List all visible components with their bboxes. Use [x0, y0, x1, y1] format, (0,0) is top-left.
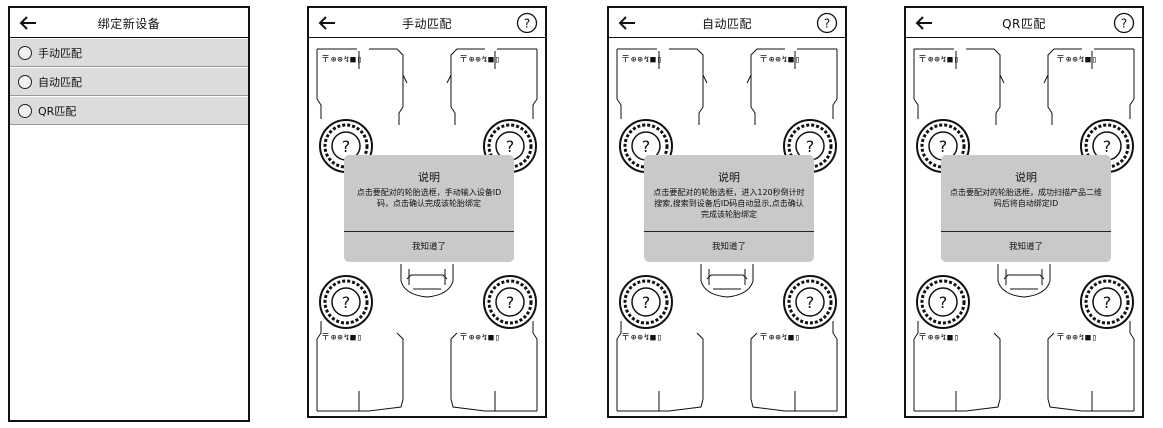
help-icon[interactable]: ? [1113, 12, 1135, 34]
tire-layout-diagram [616, 48, 838, 412]
status-icons: 〒⊕⊕↯■▯ [1056, 55, 1099, 65]
radio-icon[interactable] [18, 45, 32, 60]
dialog-body: 点击要配对的轮胎选框，进入120秒倒计时搜索,搜索到设备后ID码自动显示,点击确… [653, 188, 805, 219]
wheel-unknown-icon: ? [1103, 137, 1112, 156]
header: QR匹配 ? [906, 8, 1142, 38]
status-icons: 〒⊕⊕↯■▯ [621, 333, 664, 343]
status-icons: 〒⊕⊕↯■▯ [459, 55, 502, 65]
wheel-unknown-icon: ? [806, 137, 815, 156]
wheel-unknown-icon: ? [506, 293, 515, 312]
status-icons: 〒⊕⊕↯■▯ [759, 333, 802, 343]
page-title: 自动匹配 [701, 17, 752, 31]
dialog-body: 点击要配对的轮胎选框，成功扫描产品二维码后将自动绑定ID [950, 188, 1102, 208]
screen-auto-match: 自动匹配 ? 〒⊕⊕↯■▯ 〒⊕⊕↯■▯ 〒⊕⊕↯■▯ 〒⊕⊕↯■▯ ? [607, 6, 847, 418]
svg-text:?: ? [524, 17, 530, 31]
screen-qr-match: QR匹配 ? 〒⊕⊕↯■▯ 〒⊕⊕↯■▯ 〒⊕⊕↯■▯ 〒⊕⊕↯■▯ ? [904, 6, 1144, 418]
status-icons: 〒⊕⊕↯■▯ [321, 55, 364, 65]
wheel-unknown-icon: ? [342, 293, 351, 312]
screen-bind-new-device: 绑定新设备 手动匹配 自动匹配 QR匹配 [8, 6, 250, 422]
wheel-rear-left[interactable]: ? [915, 274, 971, 330]
wheel-unknown-icon: ? [642, 137, 651, 156]
status-icons: 〒⊕⊕↯■▯ [1056, 333, 1099, 343]
page-title: QR匹配 [1002, 17, 1046, 31]
option-label: QR匹配 [38, 104, 77, 118]
wheel-unknown-icon: ? [342, 137, 351, 156]
option-auto-match[interactable]: 自动匹配 [10, 68, 248, 96]
wheel-rear-left[interactable]: ? [618, 274, 674, 330]
dialog-ok-button[interactable]: 我知道了 [1008, 242, 1043, 252]
page-title: 绑定新设备 [97, 17, 161, 31]
wheel-unknown-icon: ? [939, 137, 948, 156]
status-icons: 〒⊕⊕↯■▯ [918, 333, 961, 343]
option-label: 手动匹配 [38, 46, 82, 60]
wheel-unknown-icon: ? [939, 293, 948, 312]
instructions-dialog: 说明 点击要配对的轮胎选框，手动输入设备ID码，点击确认完成该轮胎绑定 我知道了 [344, 155, 514, 262]
svg-text:?: ? [1121, 17, 1127, 31]
wheel-rear-left[interactable]: ? [318, 274, 374, 330]
status-icons: 〒⊕⊕↯■▯ [321, 333, 364, 343]
dialog-divider [644, 231, 814, 232]
back-arrow-icon[interactable] [913, 12, 935, 34]
back-arrow-icon[interactable] [616, 12, 638, 34]
back-arrow-icon[interactable] [17, 12, 39, 34]
dialog-title: 说明 [418, 171, 440, 184]
wheel-rear-right[interactable]: ? [482, 274, 538, 330]
option-manual-match[interactable]: 手动匹配 [10, 39, 248, 67]
wheel-unknown-icon: ? [642, 293, 651, 312]
dialog-divider [344, 231, 514, 232]
radio-icon[interactable] [18, 103, 32, 118]
wheel-rear-right[interactable]: ? [782, 274, 838, 330]
wheel-rear-right[interactable]: ? [1079, 274, 1135, 330]
wheel-unknown-icon: ? [506, 137, 515, 156]
dialog-body: 点击要配对的轮胎选框，手动输入设备ID码，点击确认完成该轮胎绑定 [356, 188, 502, 208]
status-icons: 〒⊕⊕↯■▯ [621, 55, 664, 65]
option-label: 自动匹配 [38, 75, 82, 89]
svg-text:?: ? [824, 17, 830, 31]
back-arrow-icon[interactable] [316, 12, 338, 34]
status-icons: 〒⊕⊕↯■▯ [459, 333, 502, 343]
wheel-unknown-icon: ? [806, 293, 815, 312]
dialog-divider [941, 231, 1111, 232]
instructions-dialog: 说明 点击要配对的轮胎选框，成功扫描产品二维码后将自动绑定ID 我知道了 [941, 155, 1111, 262]
dialog-title: 说明 [718, 171, 740, 184]
tire-layout-diagram [913, 48, 1135, 412]
page-title: 手动匹配 [401, 17, 452, 31]
help-icon[interactable]: ? [516, 12, 538, 34]
status-icons: 〒⊕⊕↯■▯ [759, 55, 802, 65]
header: 自动匹配 ? [609, 8, 845, 38]
option-qr-match[interactable]: QR匹配 [10, 97, 248, 125]
instructions-dialog: 说明 点击要配对的轮胎选框，进入120秒倒计时搜索,搜索到设备后ID码自动显示,… [644, 155, 814, 262]
header: 绑定新设备 [10, 8, 248, 38]
dialog-ok-button[interactable]: 我知道了 [411, 242, 446, 252]
status-icons: 〒⊕⊕↯■▯ [918, 55, 961, 65]
dialog-ok-button[interactable]: 我知道了 [711, 242, 746, 252]
dialog-title: 说明 [1015, 171, 1037, 184]
header: 手动匹配 ? [309, 8, 545, 38]
radio-icon[interactable] [18, 74, 32, 89]
tire-layout-diagram [316, 48, 538, 412]
screen-manual-match: 手动匹配 ? 〒⊕⊕↯■▯ 〒⊕⊕↯■▯ 〒⊕⊕↯■▯ 〒⊕⊕↯■▯ ? [307, 6, 547, 418]
help-icon[interactable]: ? [816, 12, 838, 34]
wheel-unknown-icon: ? [1103, 293, 1112, 312]
